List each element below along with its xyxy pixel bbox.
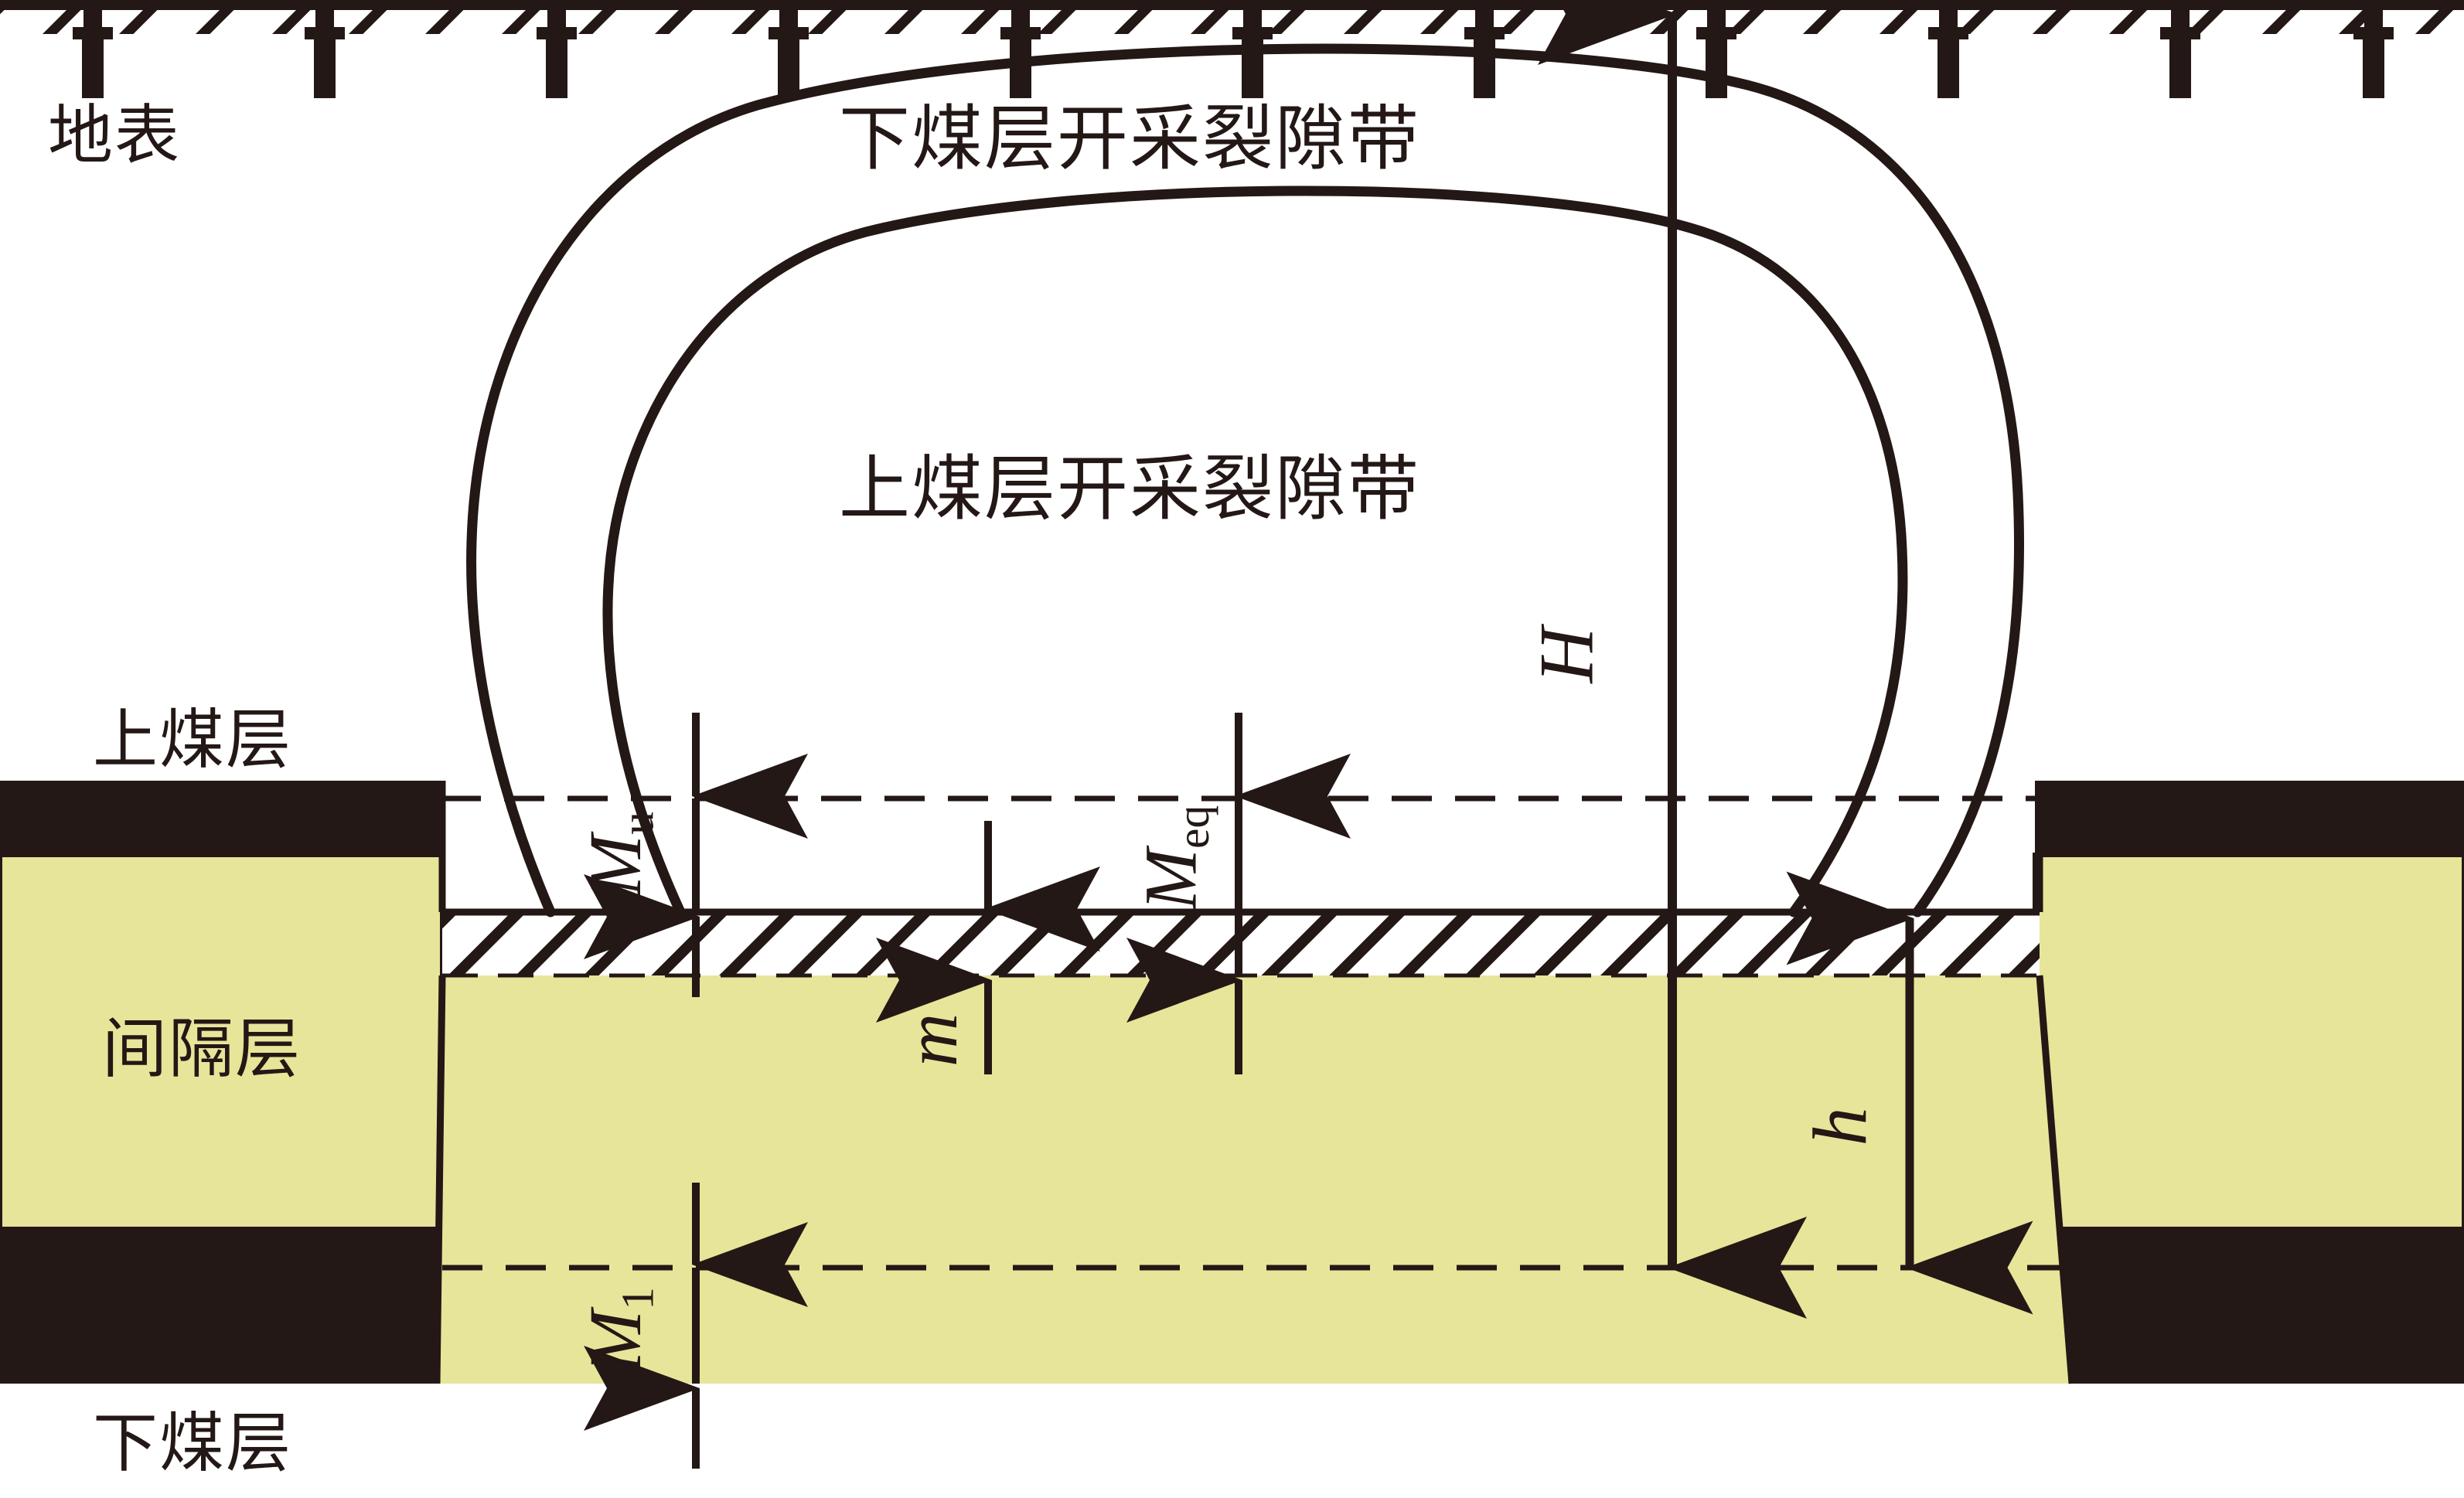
goaf-interburden-body [437, 908, 2072, 1384]
label-lower-coal-seam: 下煤层 [93, 1408, 293, 1480]
fracture-zone-curves [466, 43, 2024, 918]
label-upper-seam-fracture-zone: 上煤层开采裂隙带 [839, 450, 1421, 529]
lower-seam-fracture-dome [466, 43, 2024, 918]
left-pillar-strata [0, 781, 445, 1384]
goaf-boundary-lines [433, 781, 2076, 1384]
right-pillar-strata [2033, 781, 2464, 1384]
symbol-H: H [1523, 627, 1610, 683]
symbol-Meq: Meq [1129, 805, 1218, 911]
symbol-m: m [890, 1013, 973, 1067]
symbol-Mu: Mu [574, 811, 663, 897]
label-upper-coal-seam: 上煤层 [93, 705, 293, 777]
label-lower-seam-fracture-zone: 下煤层开采裂隙带 [839, 100, 1421, 179]
ground-surface-band [0, 0, 2464, 98]
upper-seam-fracture-dome [602, 186, 1908, 918]
label-ground-surface: 地表 [48, 100, 182, 172]
symbol-h: h [1797, 1107, 1883, 1146]
symbol-M1: M1 [574, 1286, 663, 1372]
label-interburden: 间隔层 [102, 1014, 302, 1086]
